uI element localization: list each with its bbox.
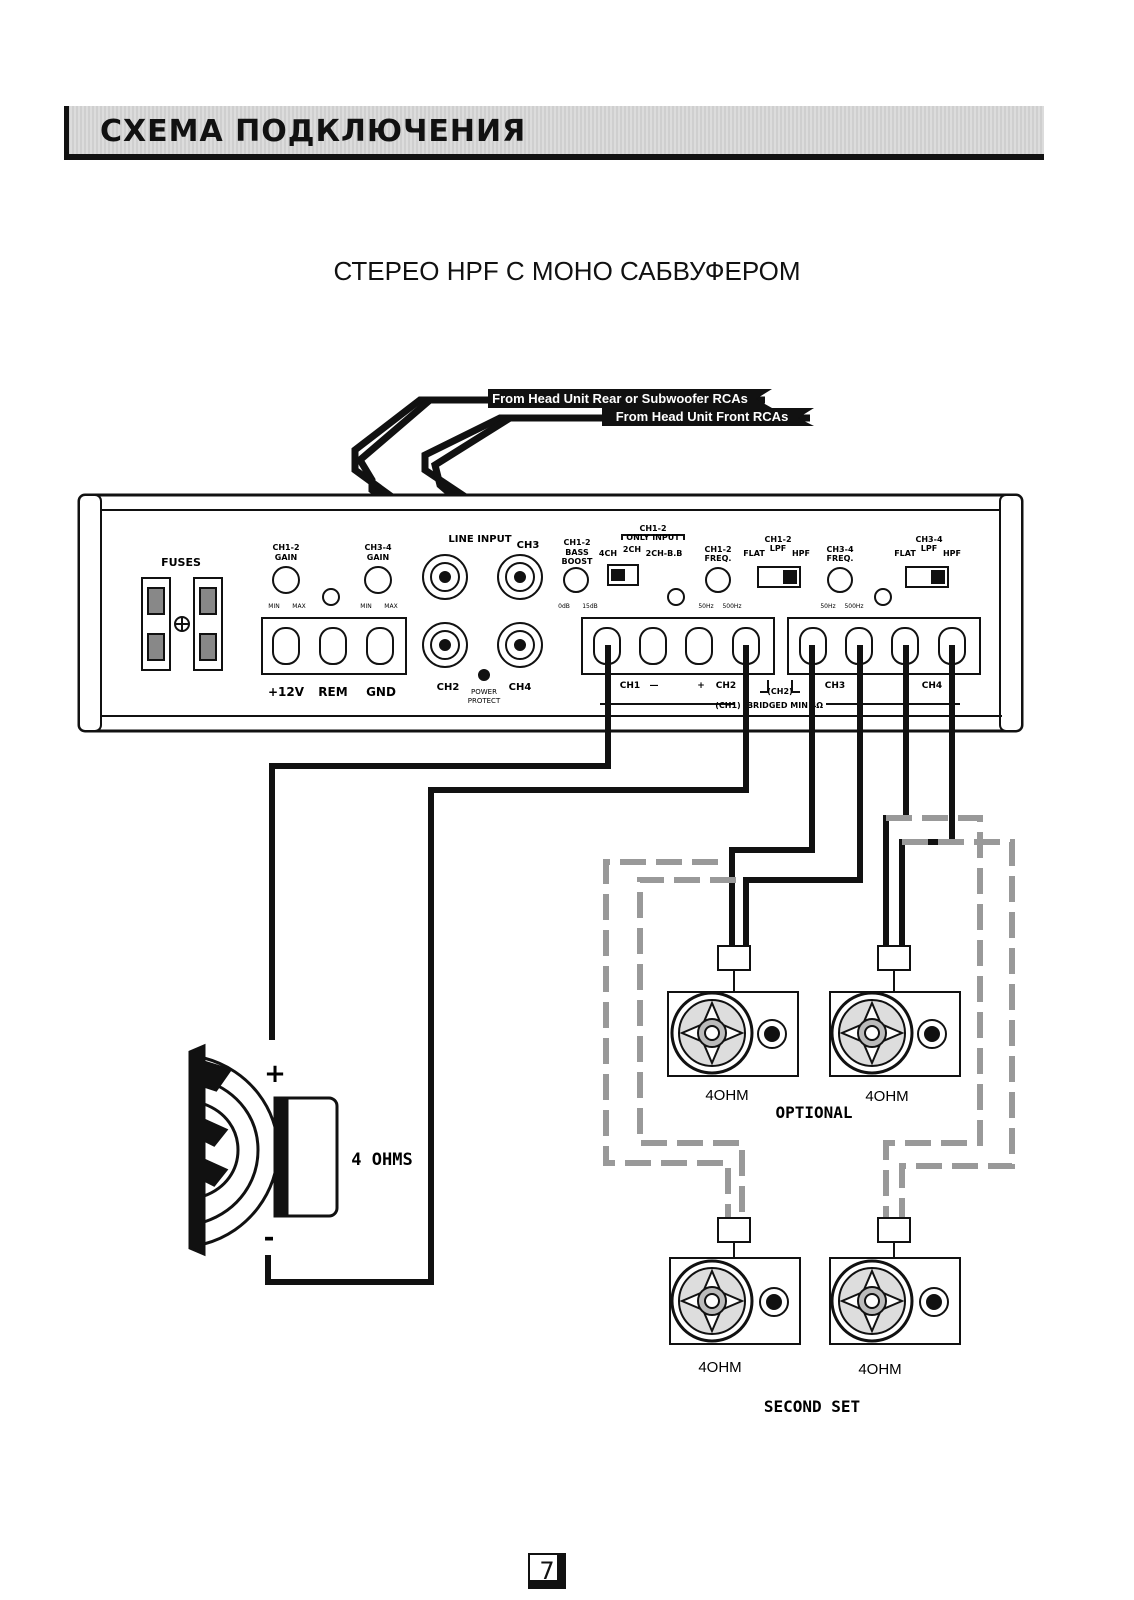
speaker-1-ohm: 4OHM (705, 1087, 748, 1104)
bridged-label: BRIDGED MIN 4Ω (747, 701, 823, 710)
subwoofer-wires (265, 645, 749, 1285)
gain12-bot: GAIN (275, 553, 297, 562)
page-title: СХЕМА ПОДКЛЮЧЕНИЯ (100, 114, 527, 149)
gain34-top: CH3-4 (364, 543, 391, 552)
freq34-max: 500Hz (844, 603, 863, 610)
subwoofer (188, 1043, 339, 1257)
fuses-label: FUSES (161, 556, 201, 569)
input-ch3-label: CH3 (517, 540, 540, 551)
out-ch1-label: CH1 (620, 681, 640, 691)
freq34-2: FREQ. (827, 554, 854, 563)
power-terminal-block (261, 617, 407, 675)
xover34-flat: FLAT (894, 549, 916, 558)
speaker-woofer-3 (670, 1259, 754, 1343)
line-input-label: LINE INPUT (448, 534, 511, 545)
freq12-max: 500Hz (722, 603, 741, 610)
freq34-min: 50Hz (820, 603, 835, 610)
xover34-top: CH3-4 (915, 535, 942, 544)
power-protect-2: PROTECT (468, 697, 501, 705)
freq12-min: 50Hz (698, 603, 713, 610)
speaker-terminal-clips (717, 945, 911, 1258)
freq12-1: CH1-2 (704, 545, 731, 554)
input-ch2-label: CH2 (437, 682, 460, 693)
speaker-2-ohm: 4OHM (865, 1088, 908, 1105)
mode-4ch: 4CH (599, 549, 617, 558)
input-ch4-label: CH4 (509, 682, 532, 693)
gain34-bot: GAIN (367, 553, 389, 562)
bridged-ch2: (CH2) (767, 687, 792, 696)
power-rem-label: REM (318, 685, 347, 699)
freq12-knob (705, 567, 731, 593)
input-mode-switch (607, 534, 685, 606)
header-bar (64, 106, 1044, 154)
speaker-woofer-2 (830, 991, 914, 1075)
second-set-label: SECOND SET (764, 1397, 860, 1416)
speaker-4-ohm: 4OHM (858, 1361, 901, 1378)
speaker-woofer-1 (670, 991, 754, 1075)
boost-max: 15dB (582, 603, 598, 610)
power-gnd-label: GND (366, 685, 396, 699)
mode-2chbb: 2CH-B.B (646, 549, 683, 558)
gain34-min: MIN (360, 603, 371, 610)
page-number-text: 7 (539, 1557, 555, 1585)
speaker-wires (729, 645, 955, 955)
xover12-top: CH1-2 (764, 535, 791, 544)
gain-knobs (272, 566, 392, 606)
speaker-woofer-4 (830, 1259, 914, 1343)
header-edge (64, 106, 69, 160)
section-header: СХЕМА ПОДКЛЮЧЕНИЯ (64, 106, 1044, 160)
freq34-knob (827, 567, 853, 593)
gain12-max: MAX (292, 603, 305, 610)
xover34-hpf: HPF (943, 549, 961, 558)
optional-label: OPTIONAL (775, 1103, 852, 1122)
front-rca-banner (602, 408, 814, 426)
freq12-2: FREQ. (705, 554, 732, 563)
freq34-1: CH3-4 (826, 545, 853, 554)
input-mode-top: CH1-2 (639, 524, 666, 533)
out-ch2-label: CH2 (716, 681, 736, 691)
input-mode-only: ONLY INPUT (626, 533, 680, 542)
boost-min: 0dB (558, 603, 570, 610)
power-protect-1: POWER (471, 688, 497, 696)
speaker-tweeters (757, 1019, 949, 1317)
subwoofer-plus: + (264, 1059, 286, 1089)
xover34-lpf: LPF (921, 544, 937, 553)
rear-rca-label: From Head Unit Rear or Subwoofer RCAs (492, 391, 748, 406)
front-rca-label: From Head Unit Front RCAs (616, 409, 789, 424)
bass-boost-1: CH1-2 (563, 538, 590, 547)
bass-boost-3: BOOST (562, 557, 593, 566)
out-ch3-label: CH3 (825, 681, 845, 691)
fuse-holders (141, 577, 223, 671)
gain34-max: MAX (384, 603, 397, 610)
subwoofer-minus: - (264, 1223, 275, 1253)
rca-input-jacks (422, 554, 543, 681)
bridged-ch1: (CH1) (715, 701, 740, 710)
out-minus-label: — (650, 681, 659, 691)
power-12v-label: +12V (268, 685, 305, 699)
header-underline (64, 154, 1044, 160)
subwoofer-impedance: 4 OHMS (351, 1150, 412, 1170)
out-plus-label: + (697, 681, 705, 691)
speaker-3-ohm: 4OHM (698, 1359, 741, 1376)
mode-2ch: 2CH (623, 545, 641, 554)
input-label-banners (488, 389, 814, 426)
xover12-hpf: HPF (792, 549, 810, 558)
bass-boost-knob (563, 567, 589, 593)
gain12-min: MIN (268, 603, 279, 610)
crossover-switches (757, 566, 949, 588)
diagram-subtitle: СТЕРЕО HPF С МОНО САБВУФЕРОМ (333, 256, 801, 286)
gain12-top: CH1-2 (272, 543, 299, 552)
out-ch4-label: CH4 (922, 681, 942, 691)
xover12-flat: FLAT (743, 549, 765, 558)
bass-boost-2: BASS (565, 548, 589, 557)
page-number: 7 (528, 1553, 566, 1589)
optional-wires (603, 815, 1015, 1218)
xover12-lpf: LPF (770, 544, 786, 553)
rear-rca-banner (488, 389, 772, 408)
